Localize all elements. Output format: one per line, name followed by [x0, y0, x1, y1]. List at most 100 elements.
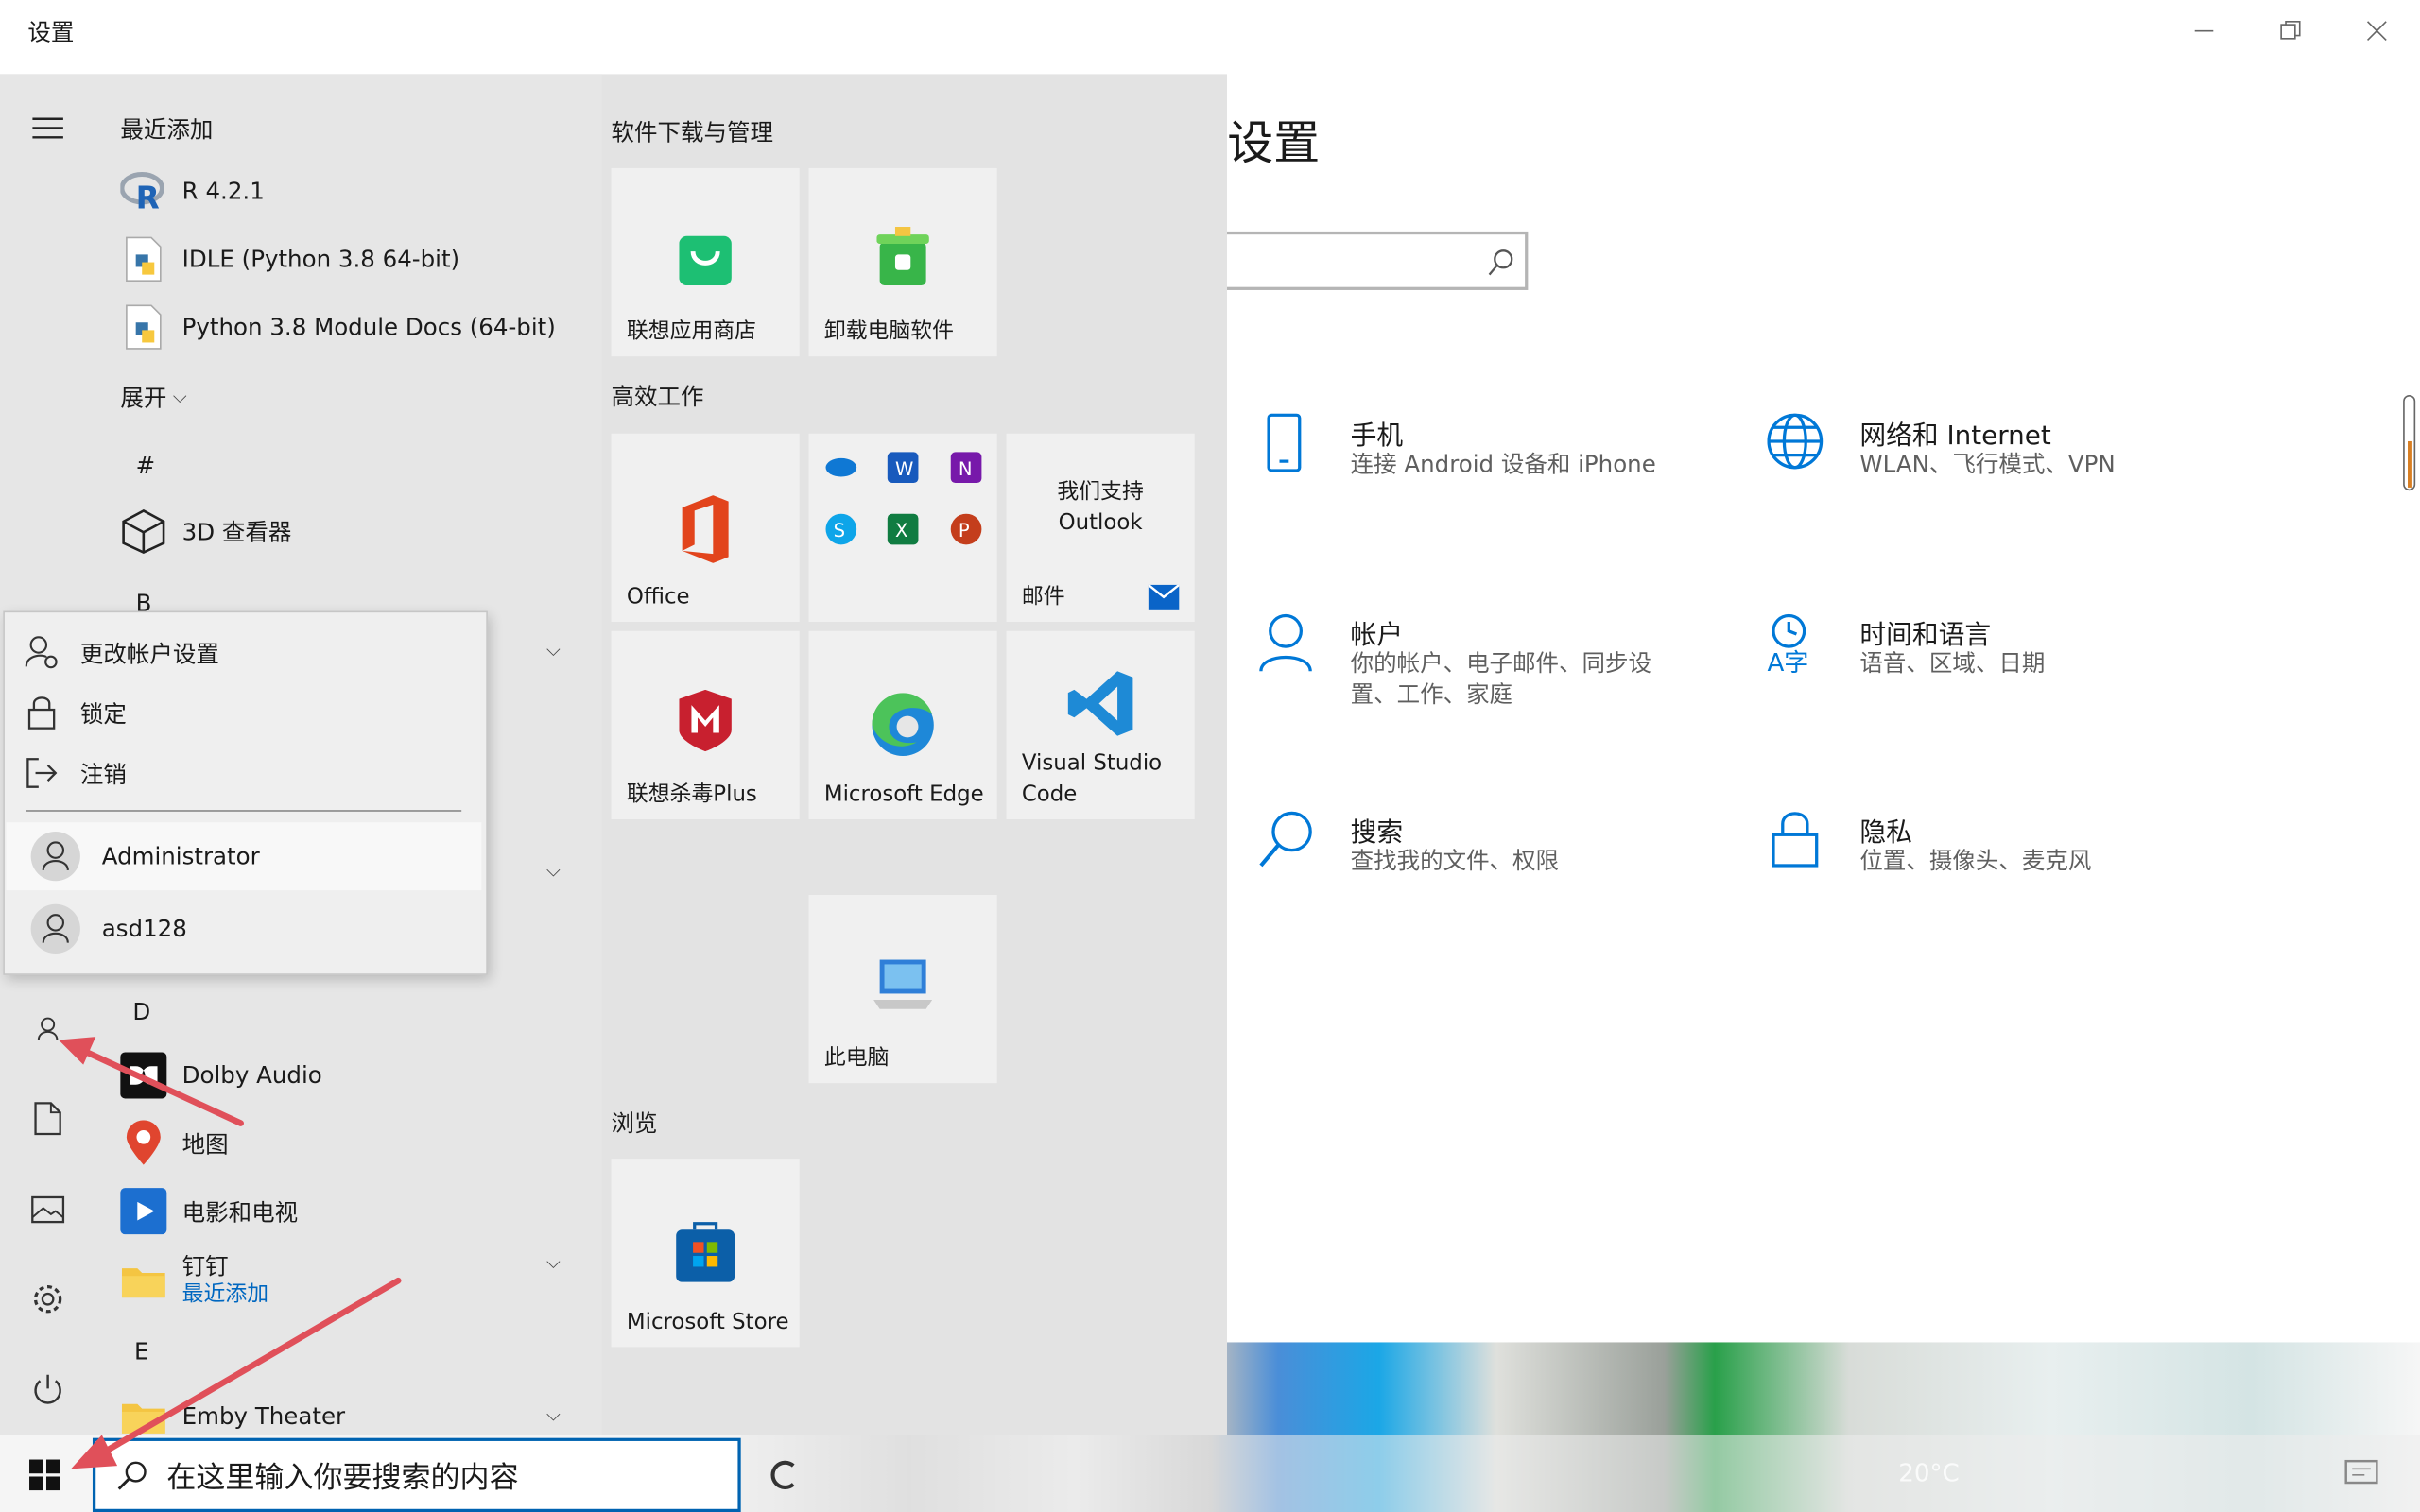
lock-icon [25, 696, 59, 730]
app-idle[interactable]: IDLE (Python 3.8 64-bit) [120, 229, 459, 290]
lock-icon [1772, 812, 1819, 868]
lock-menu-item[interactable]: 锁定 [25, 690, 127, 736]
settings-item-search[interactable]: 搜索 查找我的文件、权限 [1258, 810, 1690, 934]
pictures-button[interactable] [22, 1187, 75, 1233]
signout-menu-item[interactable]: 注销 [25, 749, 127, 796]
letter-header[interactable]: D [132, 998, 151, 1026]
settings-item-title: 隐私 [1859, 817, 1912, 849]
minimize-button[interactable] [2161, 7, 2247, 56]
svg-text:N: N [959, 458, 973, 480]
settings-item-time-language[interactable]: A字 时间和语言 语音、区域、日期 [1767, 612, 2199, 736]
vscode-icon [1067, 671, 1133, 736]
outlook-support-text: 我们支持 Outlook [1007, 477, 1195, 539]
app-dolby[interactable]: Dolby Audio [120, 1044, 322, 1106]
tile-uninstall[interactable]: 卸载电脑软件 [808, 167, 997, 357]
tile-label: Visual Studio [1021, 751, 1163, 777]
chevron-down-icon[interactable]: ⌵ [545, 1403, 561, 1426]
app-label: 地图 [182, 1129, 229, 1159]
svg-text:X: X [895, 520, 908, 541]
app-dingtalk[interactable]: 钉钉 最近添加 [120, 1249, 268, 1311]
letter-header[interactable]: # [135, 452, 156, 480]
chevron-down-icon[interactable]: ⌵ [545, 638, 561, 661]
settings-item-desc: 位置、摄像头、麦克风 [1859, 847, 2092, 875]
svg-text:S: S [834, 520, 845, 541]
tile-label: Microsoft Edge [823, 782, 984, 807]
app-python-docs[interactable]: Python 3.8 Module Docs (64-bit) [120, 296, 556, 357]
app-label: 钉钉 [182, 1252, 229, 1281]
tile-antivirus[interactable]: 联想杀毒Plus [611, 630, 800, 819]
tile-office-apps[interactable]: W N S X P [808, 433, 997, 622]
tile-mail[interactable]: 我们支持 Outlook 邮件 [1006, 433, 1195, 622]
python-file-icon [120, 304, 166, 351]
app-maps[interactable]: 地图 [120, 1112, 229, 1174]
tile-label: 此电脑 [823, 1045, 890, 1072]
app-movies[interactable]: 电影和电视 [120, 1180, 298, 1242]
user-name: Administrator [101, 842, 260, 870]
picture-icon [31, 1195, 65, 1224]
app-label: Python 3.8 Module Docs (64-bit) [182, 313, 556, 341]
group-title[interactable]: 高效工作 [611, 382, 704, 411]
user-asd128[interactable]: asd128 [7, 895, 482, 963]
office-icon [682, 495, 729, 563]
menu-item-label: 更改帐户设置 [79, 639, 219, 668]
sign-out-icon [25, 758, 59, 789]
user-administrator[interactable]: Administrator [6, 822, 482, 891]
gear-icon [33, 1285, 62, 1314]
app-label: Emby Theater [182, 1402, 346, 1431]
letter-header[interactable]: E [134, 1337, 149, 1366]
scrollbar-thumb[interactable] [2408, 440, 2412, 488]
restore-button[interactable] [2247, 7, 2333, 56]
settings-item-title: 帐户 [1350, 620, 1404, 651]
letter-header[interactable]: B [135, 589, 152, 618]
cortana-icon[interactable] [769, 1456, 800, 1493]
notification-icon[interactable] [2342, 1456, 2379, 1493]
settings-item-accounts[interactable]: 帐户 你的帐户、电子邮件、同步设置、工作、家庭 [1258, 612, 1690, 736]
tile-edge[interactable]: Microsoft Edge [808, 630, 997, 819]
store-bag-icon [676, 1222, 735, 1282]
app-3d-viewer[interactable]: 3D 查看器 [120, 500, 291, 561]
power-icon [34, 1374, 61, 1404]
tile-store[interactable]: Microsoft Store [611, 1159, 800, 1348]
shield-icon [679, 689, 732, 752]
avatar [30, 832, 80, 882]
account-button[interactable] [22, 1006, 75, 1053]
shopping-bag-icon [679, 235, 732, 286]
time-language-icon: A字 [1767, 613, 1808, 678]
hamburger-button[interactable] [22, 105, 75, 151]
start-button[interactable] [0, 1438, 90, 1512]
settings-item-privacy[interactable]: 隐私 位置、摄像头、麦克风 [1767, 810, 2199, 934]
group-title[interactable]: 软件下载与管理 [611, 118, 774, 147]
chevron-down-icon[interactable]: ⌵ [545, 1251, 561, 1273]
tile-vscode[interactable]: Visual Studio Code [1006, 630, 1195, 819]
chevron-down-icon[interactable]: ⌵ [545, 859, 561, 882]
app-label: IDLE (Python 3.8 64-bit) [182, 245, 460, 273]
outlook-top-label: 我们支持 [1057, 479, 1144, 505]
search-icon [1488, 249, 1513, 276]
settings-item-network[interactable]: 网络和 Internet WLAN、飞行模式、VPN [1767, 413, 2199, 538]
search-icon [117, 1461, 147, 1490]
app-label: 3D 查看器 [182, 517, 292, 546]
settings-item-phone[interactable]: 手机 连接 Android 设备和 iPhone [1258, 413, 1690, 538]
power-button[interactable] [22, 1367, 75, 1414]
mail-icon [1148, 584, 1180, 610]
app-label: R 4.2.1 [182, 177, 265, 206]
close-button[interactable] [2334, 7, 2420, 56]
expand-button[interactable]: 展开 ⌵ [120, 381, 186, 413]
taskbar-search-input[interactable]: 在这里输入你要搜索的内容 [92, 1437, 741, 1512]
weather-label[interactable]: 20°C [1898, 1457, 1960, 1487]
change-account-settings[interactable]: 更改帐户设置 [25, 629, 219, 676]
documents-button[interactable] [22, 1095, 75, 1142]
tile-lenovo-store[interactable]: 联想应用商店 [611, 167, 800, 357]
app-r[interactable]: R R 4.2.1 [120, 161, 265, 222]
minimize-icon [2194, 29, 2214, 32]
settings-item-desc: 连接 Android 设备和 iPhone [1350, 450, 1656, 479]
menu-item-label: 注销 [79, 760, 127, 788]
settings-button[interactable] [22, 1276, 75, 1322]
app-emby[interactable]: Emby Theater [120, 1385, 345, 1447]
restore-icon [2280, 21, 2301, 40]
tile-this-pc[interactable]: 此电脑 [808, 894, 997, 1084]
trash-icon [876, 227, 929, 286]
tile-office[interactable]: Office [611, 433, 800, 622]
group-title[interactable]: 浏览 [611, 1108, 658, 1138]
